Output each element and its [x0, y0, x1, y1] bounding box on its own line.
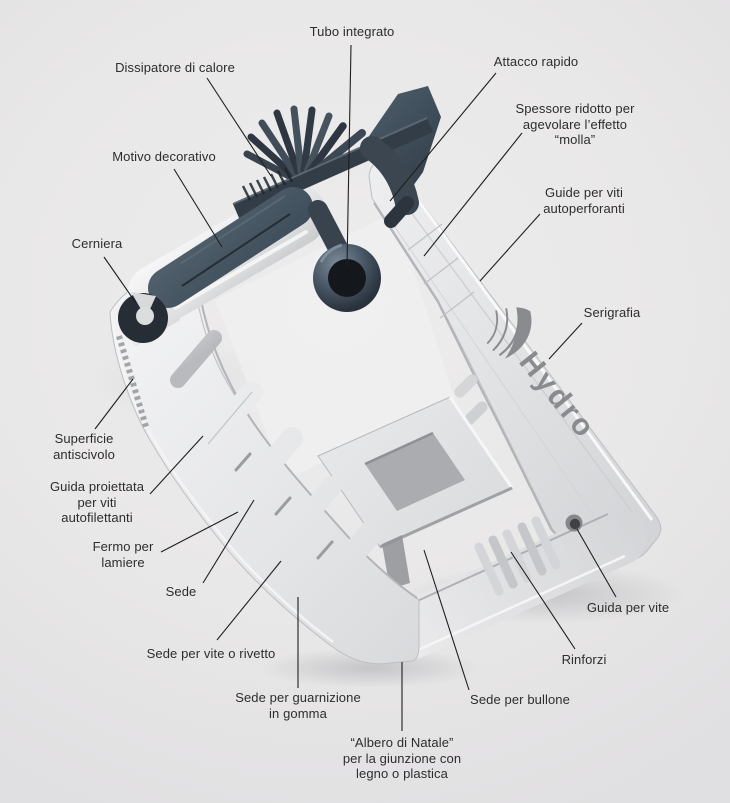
- leader-serigrafia: [548, 322, 583, 360]
- box-opening: [365, 433, 465, 511]
- leader-motivo-decorativo: [173, 168, 223, 248]
- ridge: [170, 330, 222, 388]
- hinge-bar-bevel: [166, 230, 308, 314]
- reinforcement-rib: [531, 516, 561, 570]
- leader-guida-proiettata: [149, 435, 204, 495]
- leader-superficie-antiscivolo: [94, 378, 134, 430]
- band-outer-bevel: [417, 554, 626, 652]
- decorative-arm-stripe: [181, 213, 291, 287]
- dark-heatsink-assembly: [118, 86, 441, 343]
- heatsink-fin: [300, 106, 316, 175]
- spring-tab: [464, 401, 488, 425]
- spring-tab: [454, 374, 478, 398]
- shadow-bottom: [260, 648, 480, 688]
- leader-sede-per-vite-o-rivetto: [216, 560, 282, 641]
- reinforcement-rib: [517, 522, 547, 576]
- decorative-arm-stripe: [179, 195, 286, 265]
- tube-highlight: [319, 243, 343, 263]
- leader-sede: [202, 499, 255, 584]
- ridge: [318, 517, 386, 593]
- hydro-logo-swoosh: [486, 307, 532, 359]
- aluminum-band-bottom-left: [109, 261, 420, 665]
- heatsink-fin: [290, 105, 305, 175]
- seat-notch: [316, 540, 334, 560]
- ridge-edge: [207, 391, 253, 445]
- leader-guida-per-vite: [576, 528, 617, 598]
- leader-rinforzi: [510, 551, 576, 650]
- swoosh-arc: [492, 308, 509, 351]
- leader-cerniera: [103, 256, 137, 304]
- seat-notch: [274, 496, 292, 516]
- tube-neck: [308, 200, 350, 262]
- ridge: [237, 427, 303, 501]
- bolt-seat-box: [317, 396, 514, 589]
- reinforcement-rib: [474, 542, 504, 596]
- leader-lines: [94, 44, 617, 731]
- ribbed-band-outer-bevel: [111, 317, 334, 643]
- reinforcement-rib: [488, 535, 518, 589]
- leader-attacco-rapido: [389, 72, 497, 202]
- heatsink-fin: [258, 119, 299, 177]
- quick-attach-hook-tip: [384, 196, 414, 228]
- leader-fermo-per-lamiere: [160, 511, 239, 553]
- screw-guide-groove: [439, 291, 475, 319]
- heatsink-fin: [243, 150, 295, 181]
- seat-notch: [234, 452, 252, 472]
- heatsink-fin: [303, 112, 333, 176]
- screw-guide-groove: [423, 257, 459, 285]
- swoosh-arc: [486, 310, 499, 344]
- box-opening-shadow: [364, 431, 434, 466]
- hinge-bore: [136, 307, 154, 325]
- decorative-ribs: [241, 167, 294, 201]
- leader-sede-per-bullone: [423, 549, 470, 691]
- leader-dissipatore-di-calore: [206, 77, 272, 177]
- plate-face-line: [398, 195, 633, 513]
- hinge-opening: [131, 292, 156, 318]
- heatsink-fin: [305, 122, 347, 177]
- screw-guide-hole-center: [569, 518, 581, 530]
- leader-spessore-ridotto: [423, 132, 523, 257]
- box-top-bevel: [448, 396, 514, 489]
- ridge: [280, 476, 342, 547]
- heatsink-base-edge: [232, 117, 428, 205]
- plate-face-line: [385, 213, 608, 537]
- integrated-tube-bore: [328, 259, 366, 297]
- screw-guide-groove: [407, 223, 443, 251]
- heatsink-fin: [273, 109, 302, 176]
- leader-tubo-integrato: [346, 44, 352, 267]
- anti-slip-serration: [116, 335, 150, 431]
- leader-guide-viti-autoperforanti: [479, 213, 541, 282]
- swoosh-petal: [504, 307, 532, 359]
- interior-reflection: [215, 212, 455, 480]
- swoosh-arc: [499, 307, 520, 356]
- decorative-arm: [148, 187, 313, 308]
